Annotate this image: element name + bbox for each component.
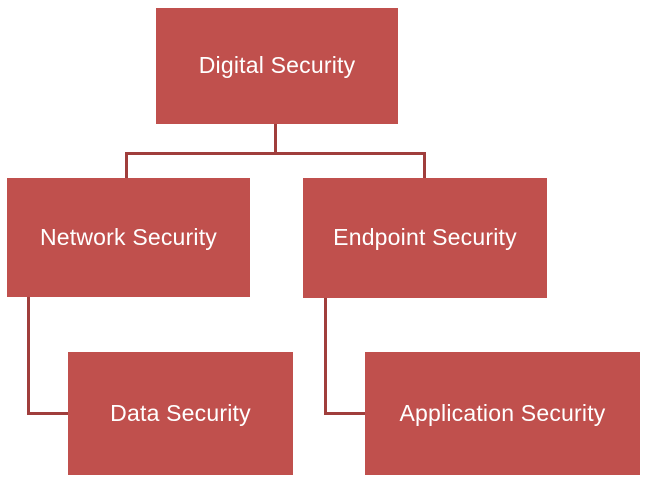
node-network-security-label: Network Security bbox=[39, 223, 218, 250]
connector-network-data-vertical bbox=[27, 297, 30, 415]
connector-endpoint-app-horizontal bbox=[324, 412, 365, 415]
node-network-security: Network Security bbox=[7, 178, 250, 297]
node-digital-security: Digital Security bbox=[156, 8, 398, 124]
node-data-security: Data Security bbox=[68, 352, 293, 475]
node-application-security-label: Application Security bbox=[399, 399, 606, 426]
node-data-security-label: Data Security bbox=[110, 399, 251, 426]
node-digital-security-label: Digital Security bbox=[198, 52, 356, 79]
node-endpoint-security: Endpoint Security bbox=[303, 178, 547, 298]
node-endpoint-security-label: Endpoint Security bbox=[333, 224, 517, 251]
node-application-security: Application Security bbox=[365, 352, 640, 475]
connector-endpoint-app-vertical bbox=[324, 298, 327, 415]
connector-bus-network-vertical bbox=[125, 152, 128, 178]
connector-bus-horizontal bbox=[125, 152, 426, 155]
connector-digital-bus-vertical bbox=[274, 124, 277, 152]
connector-bus-endpoint-vertical bbox=[423, 152, 426, 178]
connector-network-data-horizontal bbox=[27, 412, 68, 415]
